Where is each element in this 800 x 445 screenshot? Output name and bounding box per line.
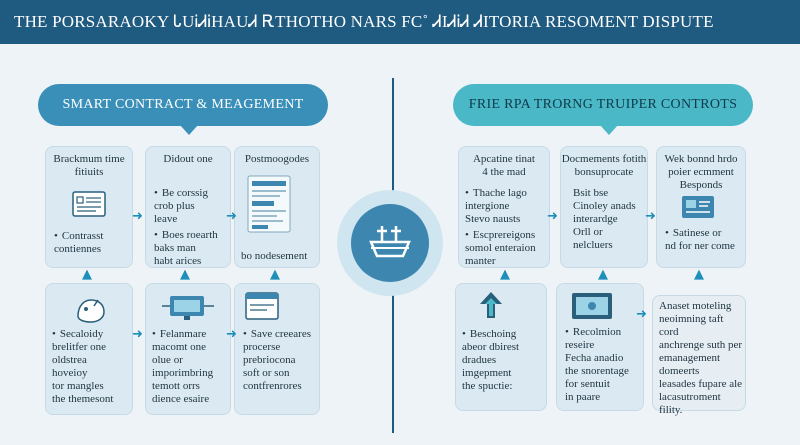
right-card-5-text: Recolmion reseire Fecha anadio the snore… xyxy=(565,326,629,404)
browser-window-icon xyxy=(245,292,279,324)
left-card-1: Brackmum time fitiuits Contrasst contien… xyxy=(45,146,133,268)
left-card-4: Secaloidy brelitfer one oldstrea hoveioy… xyxy=(45,283,133,415)
right-card-2-text: Bsit bse Cinoley anads interardge Orll o… xyxy=(573,187,636,251)
arrow-right-icon: ➜ xyxy=(132,209,143,224)
arrow-up-icon: ▲ xyxy=(180,267,190,282)
right-card-1-header: Apcatine tinat 4 the mad xyxy=(472,153,535,178)
right-card-2: Docmements fotith bonsuprocate Bsit bse … xyxy=(560,146,648,268)
arrow-up-icon: ▲ xyxy=(270,267,280,282)
arrow-up-icon: ▲ xyxy=(598,267,608,282)
left-card-6-text: Save creeares procerse prebriocona soft … xyxy=(243,328,311,393)
left-card-1-header: Brackmum time fitiuits xyxy=(53,153,125,178)
right-card-6: Anaset moteling neoimning taft cord anch… xyxy=(652,295,746,416)
left-card-3-text: bo nodesement xyxy=(241,250,308,262)
monitor-icon xyxy=(160,292,216,326)
right-section-title: FRIE RPA TRORNG TRUIPER CONTROTS xyxy=(453,84,753,126)
left-card-3-header: Postmoogodes xyxy=(244,153,310,165)
hand-icon xyxy=(74,294,108,328)
right-card-4: Beschoing abeor dbirest dradues imgepmen… xyxy=(455,283,547,411)
left-section-title: SMART CONTRACT & MEAGEMENT xyxy=(38,84,328,126)
left-card-4-text: Secaloidy brelitfer one oldstrea hoveioy… xyxy=(52,328,113,406)
left-card-5-text: Felanmare macomt one olue or imporimbrin… xyxy=(152,328,213,406)
arrow-right-icon: ➜ xyxy=(547,209,558,224)
right-title-pointer xyxy=(600,125,618,135)
left-card-2-text-2: Boes roearth baks man habt arices xyxy=(154,229,218,268)
arrow-up-icon: ▲ xyxy=(694,267,704,282)
left-title-pointer xyxy=(180,125,198,135)
arrow-right-icon: ➜ xyxy=(636,307,647,322)
left-card-2: Didout one Be corssig crob plus leave Bo… xyxy=(145,146,231,268)
right-card-2-header: Docmements fotith bonsuprocate xyxy=(561,153,647,178)
page-title-bar: THE PORSARAOKY ᏓUᎥᏗᎥHAUᏗ ᎡTHOTHO NARS FC… xyxy=(0,0,800,44)
center-hub-core xyxy=(351,204,429,282)
right-card-4-text: Beschoing abeor dbirest dradues imgepmen… xyxy=(462,328,519,393)
document-icon xyxy=(72,191,106,221)
left-card-2-header: Didout one xyxy=(163,153,213,165)
left-card-3: Postmoogodes bo nodesement xyxy=(234,146,320,268)
scales-of-justice-icon xyxy=(369,226,411,258)
page-title: THE PORSARAOKY ᏓUᎥᏗᎥHAUᏗ ᎡTHOTHO NARS FC… xyxy=(14,12,714,31)
arrow-right-icon: ➜ xyxy=(226,327,237,342)
upload-arrow-icon xyxy=(476,290,506,324)
arrow-right-icon: ➜ xyxy=(132,327,143,342)
left-card-1-text: Contrasst contiennes xyxy=(54,230,103,256)
arrow-up-icon: ▲ xyxy=(82,267,92,282)
right-card-1-text-1: Thache lago intergione Stevo nausts xyxy=(465,187,527,226)
right-card-1: Apcatine tinat 4 the mad Thache lago int… xyxy=(458,146,550,268)
left-card-2-text-1: Be corssig crob plus leave xyxy=(154,187,208,226)
right-card-6-text: Anaset moteling neoimning taft cord anch… xyxy=(659,300,743,416)
monitor-screen-icon xyxy=(571,292,613,324)
right-card-3-text: Satinese or nd for ner come xyxy=(665,227,735,253)
arrow-right-icon: ➜ xyxy=(645,209,656,224)
id-card-icon xyxy=(681,195,715,223)
arrow-right-icon: ➜ xyxy=(226,209,237,224)
right-card-1-text-2: Escprereigons somol enteraion manter xyxy=(465,229,536,268)
left-card-5: Felanmare macomt one olue or imporimbrin… xyxy=(145,283,231,415)
left-card-6: Save creeares procerse prebriocona soft … xyxy=(234,283,320,415)
arrow-up-icon: ▲ xyxy=(500,267,510,282)
form-document-icon xyxy=(247,175,291,237)
right-card-3-header: Wek bonnd hrdo poier ecmment Besponds xyxy=(664,153,738,191)
right-card-3: Wek bonnd hrdo poier ecmment Besponds Sa… xyxy=(656,146,746,268)
right-card-5: Recolmion reseire Fecha anadio the snore… xyxy=(556,283,644,411)
